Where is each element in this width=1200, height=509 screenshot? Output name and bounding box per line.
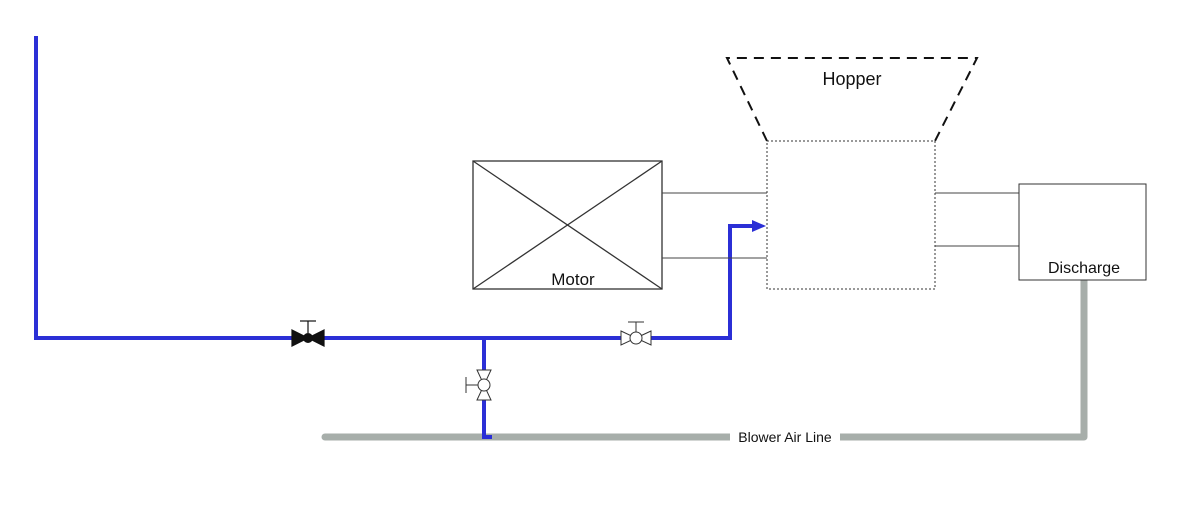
gate-valve-branch-icon: [465, 369, 492, 401]
motor-label: Motor: [551, 270, 595, 289]
discharge-label: Discharge: [1048, 260, 1120, 277]
motor-x-icon-line: [472, 160, 663, 290]
discharge-box: [1018, 183, 1147, 281]
gate-valve-closed-icon: [291, 320, 325, 347]
hopper: Hopper: [725, 57, 979, 142]
valve-main-hub: [303, 333, 313, 343]
valve-main-body-left: [291, 329, 310, 347]
hopper-label: Hopper: [822, 69, 881, 89]
flow-arrow-icon: [752, 220, 766, 232]
valve-feed-body-right: [634, 330, 652, 346]
valve-branch-body-bottom: [476, 383, 492, 401]
valve-main-body-right: [306, 329, 325, 347]
gate-valve-open-icon: [620, 321, 652, 346]
valve-branch-hub: [477, 378, 491, 392]
valve-feed-hub: [629, 331, 643, 345]
blower-air-line-label: Blower Air Line: [738, 429, 832, 445]
discharge: Discharge: [1018, 183, 1147, 281]
air-pipe: [321, 276, 1088, 441]
air-line-label-bg: [730, 429, 840, 445]
motor-shaft: [662, 192, 767, 259]
discharge-shaft: [935, 192, 1019, 247]
valve-branch-body-top: [476, 369, 492, 387]
valve-feed-body-left: [620, 330, 638, 346]
water-pipe-main: [34, 36, 758, 340]
blower-air-line: [321, 276, 1088, 441]
motor: Motor: [472, 160, 663, 290]
feeder-body: [766, 140, 936, 290]
